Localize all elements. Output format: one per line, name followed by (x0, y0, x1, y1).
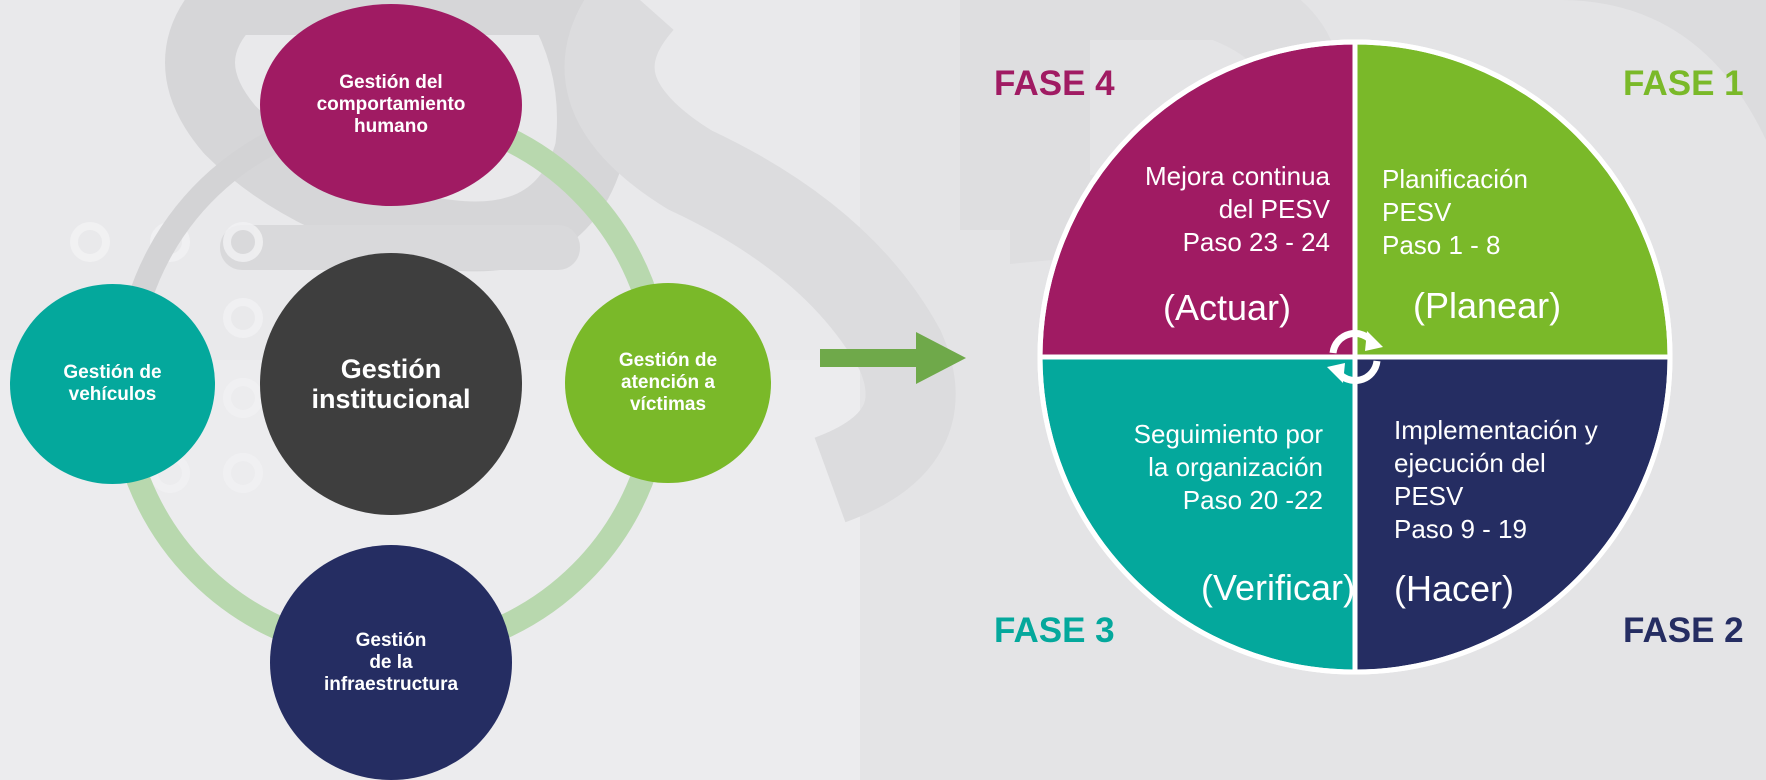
q1-description: Planificación PESV Paso 1 - 8 (1382, 164, 1528, 260)
right-arrow-icon (820, 332, 966, 384)
node-infraestructura-label: Gestión de la infraestructura (323, 629, 459, 695)
q2-verb: (Hacer) (1394, 568, 1515, 609)
q4-verb: (Actuar) (1163, 287, 1292, 328)
node-vehiculos: Gestión de vehículos (10, 284, 215, 484)
node-gestion-institucional-label: Gestión institucional (311, 354, 471, 414)
q4-description: Mejora continua del PESV Paso 23 - 24 (1145, 161, 1330, 257)
pdca-cycle-circle (1037, 39, 1673, 675)
node-vehiculos-label: Gestión de vehículos (63, 362, 162, 405)
phase-4-label: FASE 4 (994, 64, 1115, 103)
q1-verb: (Planear) (1413, 285, 1562, 326)
node-comportamiento-humano-label: Gestión del comportamiento humano (316, 72, 466, 137)
q3-verb: (Verificar) (1201, 567, 1356, 608)
cycle-arrows-icon (1327, 330, 1383, 384)
phase-3-label: FASE 3 (994, 611, 1115, 650)
phase-1-label: FASE 1 (1623, 64, 1744, 103)
node-atencion-victimas: Gestión de atención a víctimas (565, 283, 771, 483)
node-gestion-institucional: Gestión institucional (260, 253, 522, 515)
node-comportamiento-humano: Gestión del comportamiento humano (260, 4, 522, 206)
q2-description: Implementación y ejecución del PESV Paso… (1394, 415, 1598, 544)
node-atencion-victimas-label: Gestión de atención a víctimas (618, 350, 718, 415)
q3-description: Seguimiento por la organización Paso 20 … (1133, 419, 1323, 515)
phase-2-label: FASE 2 (1623, 611, 1744, 650)
node-infraestructura: Gestión de la infraestructura (270, 545, 512, 780)
